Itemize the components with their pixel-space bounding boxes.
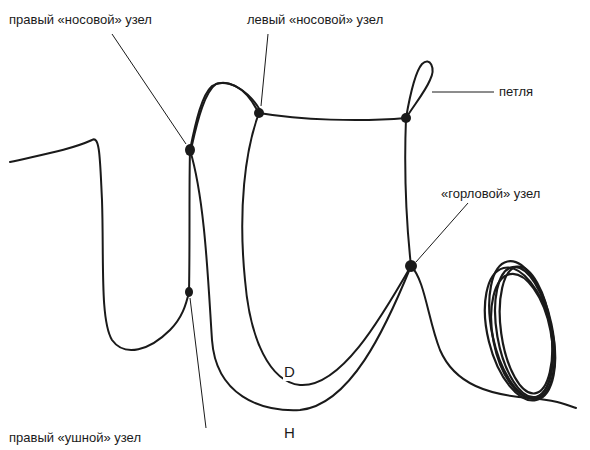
callout-label: левый «носовой» узел [246, 12, 384, 28]
leaders [112, 34, 494, 428]
leader-line [112, 34, 186, 144]
rope-noseband [192, 83, 260, 145]
knot [401, 113, 411, 123]
knots [185, 108, 417, 297]
rope-cheek [189, 150, 190, 292]
strand-letter: H [283, 424, 296, 442]
leader-line [261, 34, 268, 106]
leader-line [190, 298, 206, 428]
callout-label: «горловой» узел [440, 186, 541, 202]
rope-coil [472, 255, 567, 407]
knot [405, 260, 417, 272]
leader-line [432, 92, 494, 93]
rope-loop [406, 61, 432, 118]
rope-side [405, 118, 411, 266]
rope-strand-h [190, 150, 411, 410]
callout-label: правый «носовой» узел [8, 12, 153, 28]
knot [185, 144, 195, 156]
rope-strand-d [242, 113, 411, 385]
rope-crown [259, 113, 406, 120]
strand-letter: D [283, 363, 296, 381]
knot [185, 287, 193, 297]
callout-label: петля [498, 84, 534, 100]
callout-label: правый «ушной» узел [8, 430, 142, 446]
knot [254, 108, 264, 118]
rope-tail [10, 139, 189, 350]
leader-line [416, 203, 468, 262]
